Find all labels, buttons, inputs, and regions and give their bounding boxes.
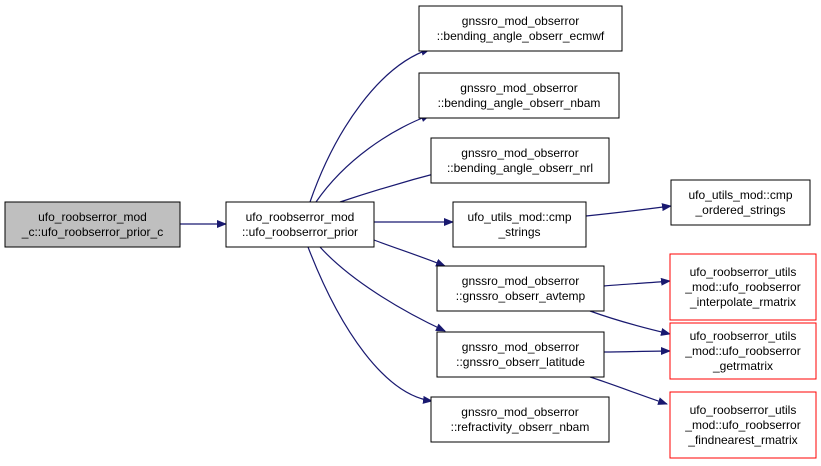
edge-n1-n7 — [319, 246, 446, 332]
function-node-label: ::gnssro_obserr_avtemp — [456, 289, 586, 303]
edge-n7-n12 — [589, 376, 668, 405]
function-node-box — [225, 201, 375, 248]
function-node-label: ::gnssro_obserr_latitude — [456, 355, 585, 369]
function-node-label: ::bending_angle_obserr_nrl — [447, 161, 593, 175]
function-node-label: _mod::ufo_roobserror — [684, 418, 800, 432]
function-node-box — [436, 265, 605, 312]
edge-n5-n9 — [585, 203, 672, 217]
function-node-label: ufo_utils_mod::cmp — [688, 188, 792, 202]
function-node[interactable]: ufo_roobserror_mod_c::ufo_roobserror_pri… — [4, 201, 181, 248]
edges — [180, 47, 672, 405]
function-node-label: ::bending_angle_obserr_nbam — [438, 96, 601, 110]
function-node-box — [669, 322, 817, 380]
function-node-label: _strings — [497, 225, 540, 239]
function-node[interactable]: gnssro_mod_obserror::gnssro_obserr_latit… — [436, 331, 605, 378]
edge-n1-n3 — [315, 114, 431, 203]
function-node[interactable]: gnssro_mod_obserror::bending_angle_obser… — [418, 5, 623, 52]
function-node-label: _ordered_strings — [694, 203, 785, 217]
function-node[interactable]: ufo_roobserror_utils_mod::ufo_roobserror… — [669, 322, 817, 380]
function-node-box — [418, 72, 620, 119]
function-node-label: _c::ufo_roobserror_prior_c — [21, 225, 163, 239]
function-node[interactable]: gnssro_mod_obserror::bending_angle_obser… — [430, 137, 610, 184]
edge-n1-n6 — [373, 239, 446, 267]
function-node-label: gnssro_mod_obserror — [461, 146, 578, 160]
function-node-label: ::bending_angle_obserr_ecmwf — [437, 29, 605, 43]
function-node-box — [436, 331, 605, 378]
function-node-box — [452, 201, 587, 248]
function-node-label: _findnearest_rmatrix — [687, 433, 797, 447]
function-node-box — [430, 396, 610, 443]
function-node[interactable]: ufo_roobserror_utils_mod::ufo_roobserror… — [669, 253, 817, 321]
function-node-box — [430, 137, 610, 184]
function-node-box — [418, 5, 623, 52]
function-node-label: ufo_roobserror_utils — [690, 403, 797, 417]
edge-n1-n2 — [309, 47, 431, 203]
function-node-label: _mod::ufo_roobserror — [684, 344, 800, 358]
edge-n7-n11 — [603, 347, 671, 356]
function-node-label: _interpolate_rmatrix — [689, 295, 796, 309]
function-node-box — [670, 179, 811, 226]
function-node[interactable]: gnssro_mod_obserror::refractivity_obserr… — [430, 396, 610, 443]
function-node-label: _mod::ufo_roobserror — [684, 280, 800, 294]
function-node-label: gnssro_mod_obserror — [462, 14, 579, 28]
function-node[interactable]: gnssro_mod_obserror::bending_angle_obser… — [418, 72, 620, 119]
function-node[interactable]: ufo_utils_mod::cmp_strings — [452, 201, 587, 248]
function-node-box — [669, 391, 817, 459]
function-node-label: ufo_roobserror_utils — [690, 329, 797, 343]
edge-n1-n4 — [339, 169, 446, 203]
edge-n6-n10 — [603, 277, 671, 287]
nodes: ufo_roobserror_mod_c::ufo_roobserror_pri… — [4, 5, 817, 459]
function-node-label: ::ufo_roobserror_prior — [242, 225, 358, 239]
function-node-label: ufo_roobserror_mod — [246, 210, 355, 224]
function-node[interactable]: ufo_roobserror_utils_mod::ufo_roobserror… — [669, 391, 817, 459]
function-node-label: ufo_roobserror_mod — [38, 210, 147, 224]
function-node-label: _getrmatrix — [712, 359, 773, 373]
function-node-box — [669, 253, 817, 321]
edge-n6-n11 — [589, 310, 671, 336]
function-node[interactable]: gnssro_mod_obserror::gnssro_obserr_avtem… — [436, 265, 605, 312]
function-node-label: gnssro_mod_obserror — [460, 81, 577, 95]
function-node-label: gnssro_mod_obserror — [462, 340, 579, 354]
function-node-label: ufo_utils_mod::cmp — [467, 210, 571, 224]
function-node-label: ::refractivity_obserr_nbam — [451, 420, 590, 434]
function-node-label: gnssro_mod_obserror — [462, 274, 579, 288]
function-node[interactable]: ufo_roobserror_mod::ufo_roobserror_prior — [225, 201, 375, 248]
function-node[interactable]: ufo_utils_mod::cmp_ordered_strings — [670, 179, 811, 226]
function-node-box — [4, 201, 181, 248]
function-node-label: gnssro_mod_obserror — [461, 405, 578, 419]
function-node-label: ufo_roobserror_utils — [690, 265, 797, 279]
edge-n1-n8 — [307, 246, 433, 404]
